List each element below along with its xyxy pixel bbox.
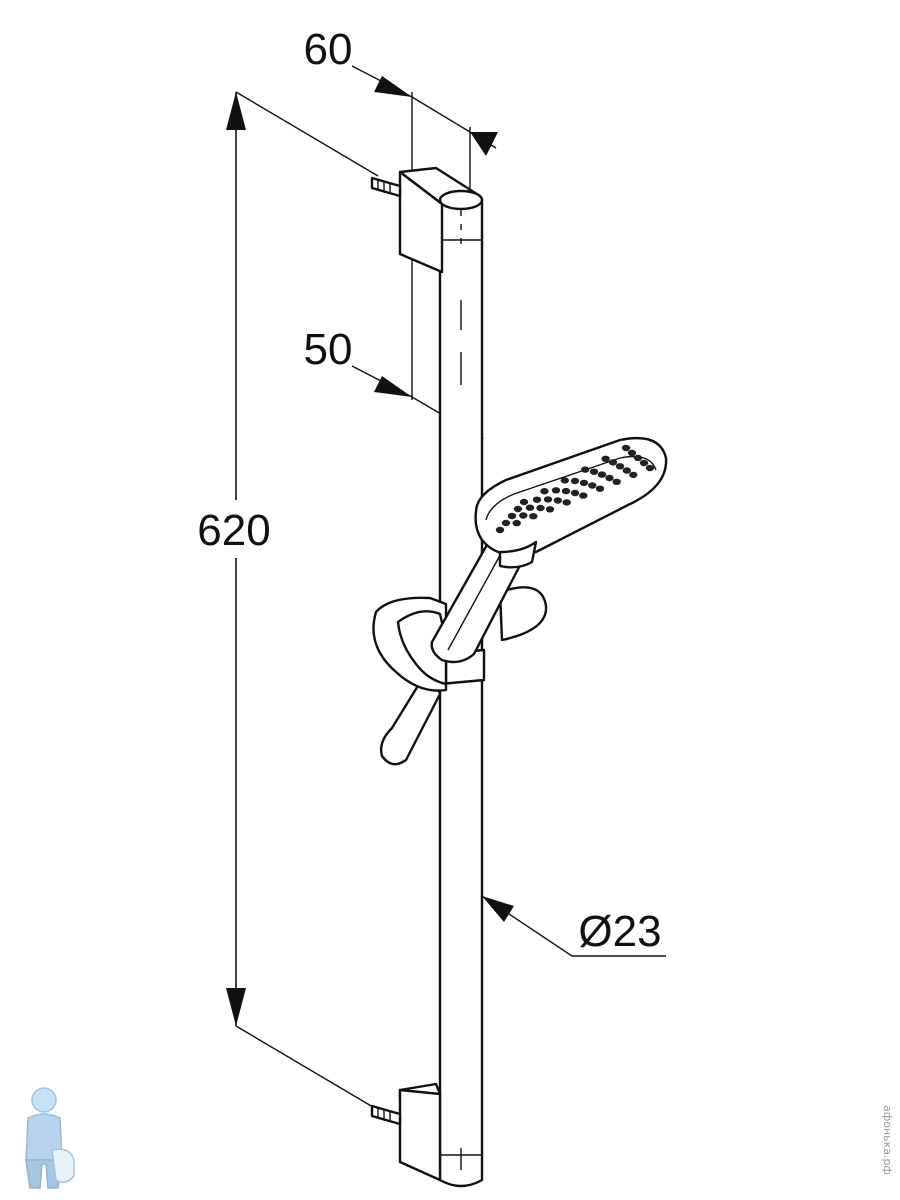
rail-body — [438, 198, 484, 1188]
nozzle — [525, 504, 535, 511]
hand-shower-neck — [498, 540, 538, 569]
dimension-620: 620 — [197, 91, 379, 1111]
nozzle — [540, 488, 549, 495]
top-wall-bracket — [370, 166, 484, 274]
holder-cup — [498, 586, 548, 642]
bottom-wall-screw — [370, 1104, 402, 1126]
holder-knob-face — [396, 610, 448, 686]
dim-60-arrow-left — [374, 76, 412, 97]
nozzle — [639, 459, 649, 467]
dim-620-extension-top — [235, 91, 379, 177]
watermark-site-text: афонька.рф — [881, 1105, 894, 1175]
nozzle — [612, 478, 621, 485]
dimension-60: 60 — [304, 25, 498, 200]
dim-23-arrow — [482, 896, 514, 922]
dimension-diameter-23: Ø23 — [481, 895, 666, 957]
nozzle — [543, 496, 553, 503]
dim-50-label: 50 — [304, 325, 353, 374]
nozzle — [561, 487, 571, 495]
bottom-wall-bracket — [370, 1082, 442, 1182]
logo-head — [31, 1087, 57, 1113]
dim-620-arrow-top — [226, 92, 246, 130]
nozzle — [629, 471, 638, 479]
top-bracket-rail-opening — [438, 189, 484, 211]
nozzle — [551, 487, 561, 494]
nozzle — [536, 504, 545, 512]
nozzle — [621, 444, 631, 452]
dim-60-arrow-right — [470, 132, 498, 156]
nozzle — [645, 464, 655, 472]
nozzle — [622, 467, 631, 474]
hand-shower-handle-edge — [447, 547, 505, 651]
dim-60-label: 60 — [304, 25, 353, 74]
nozzle — [608, 459, 618, 466]
nozzle — [589, 468, 599, 475]
nozzle — [560, 477, 569, 484]
nozzle — [562, 499, 571, 506]
nozzle — [627, 449, 637, 457]
sliding-holder — [372, 586, 548, 766]
dim-23-label: Ø23 — [578, 907, 661, 956]
logo-toilet — [51, 1148, 75, 1183]
dim-60-line — [411, 96, 471, 133]
nozzle — [532, 496, 542, 503]
shower-rail — [438, 198, 484, 1188]
hand-shower-face-rim — [485, 455, 657, 521]
nozzle — [579, 492, 588, 499]
nozzle — [633, 454, 643, 462]
nozzle — [597, 471, 607, 478]
nozzle — [601, 455, 610, 462]
dim-50-arrow-left — [374, 376, 412, 397]
nozzle — [529, 513, 538, 520]
nozzle — [570, 489, 580, 497]
top-bracket-front-face — [398, 170, 444, 274]
nozzle — [495, 526, 505, 534]
nozzle — [513, 505, 523, 513]
dim-620-label: 620 — [197, 506, 270, 555]
nozzle — [579, 479, 589, 487]
nozzle — [588, 482, 597, 489]
nozzle — [553, 497, 562, 504]
bottom-bracket-front-face — [398, 1088, 442, 1182]
nozzle — [501, 519, 511, 527]
dim-620-arrow-bottom — [226, 988, 246, 1026]
nozzle — [507, 512, 517, 520]
dim-620-extension-bottom — [235, 1025, 379, 1111]
nozzle — [605, 474, 614, 482]
nozzle — [519, 512, 528, 519]
nozzle — [570, 477, 580, 485]
nozzle — [615, 463, 625, 470]
nozzle — [595, 485, 605, 492]
nozzle — [581, 466, 590, 473]
hand-shower — [430, 436, 668, 664]
nozzle — [519, 498, 529, 506]
nozzle — [512, 519, 521, 527]
plumber-logo-watermark — [25, 1087, 75, 1189]
hand-shower-nozzle-grid — [495, 444, 655, 534]
top-wall-screw — [370, 176, 402, 198]
nozzle — [545, 506, 555, 513]
